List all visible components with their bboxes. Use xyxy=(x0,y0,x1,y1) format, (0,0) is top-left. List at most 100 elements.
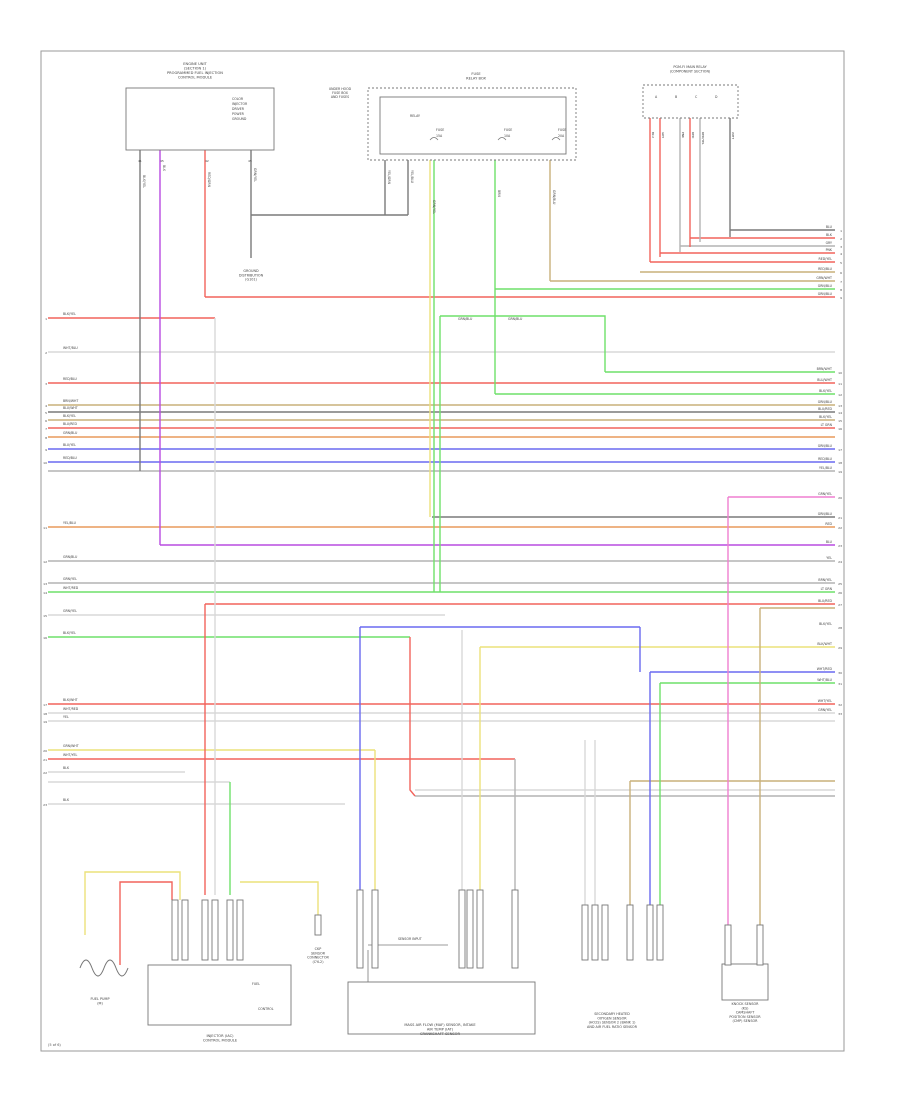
wire-ref-right: 28 xyxy=(838,626,842,630)
wire-ref-right: 2 xyxy=(840,237,842,241)
wire-label-right: GRN/WHT xyxy=(816,276,832,280)
wire-ref-left: 5 xyxy=(45,411,47,415)
fuse-label: FUSE xyxy=(504,128,512,132)
ecm-pin-label: INJECTOR xyxy=(232,102,248,106)
fuse-symbol xyxy=(551,137,561,141)
ecm-pin-label: DRIVER xyxy=(232,107,245,111)
wire-ref-right: 18 xyxy=(838,461,842,465)
wire-ref-left: 8 xyxy=(45,436,47,440)
knock-sensor-label: (KS) xyxy=(741,1006,749,1010)
fuse-box-side-label: UNDER HOOD xyxy=(329,87,352,91)
wire-ref-right: 12 xyxy=(838,393,842,397)
injector-control-module-label: CONTROL MODULE xyxy=(203,1039,238,1043)
wire-label-right: GRY xyxy=(826,241,832,245)
wire-label-right: WHT/YEL xyxy=(818,699,833,703)
fuel-pump-label: (M) xyxy=(97,1001,103,1005)
ecm-title: ENGINE UNIT xyxy=(183,62,207,66)
o2-sensor-label: (HO2S) SENSOR 2 (BANK 1) xyxy=(589,1021,637,1025)
wire-label-left: BLK/YEL xyxy=(63,631,76,635)
main-sensor-label: CRANKSHAFT SENSOR xyxy=(420,1032,460,1036)
wire-ref-left: 21 xyxy=(43,758,47,762)
ecm-pin-number: 45 xyxy=(160,159,164,163)
fuel-pump-symbol xyxy=(79,959,129,977)
wire-label-left: GRN/BLU xyxy=(63,431,78,435)
relay-wire-label: GRN/YEL xyxy=(432,200,436,214)
right-box-pin-label: GRY xyxy=(661,132,665,138)
o2-sensor-pin-4 xyxy=(626,904,634,961)
fuse-label: FUSE xyxy=(558,128,566,132)
main-sensor-pin-1 xyxy=(356,889,364,969)
injector-connector-pin-6 xyxy=(236,899,244,961)
ecm-wire-label: BLK xyxy=(162,165,166,172)
fuse-box-title: FUSE xyxy=(471,72,481,76)
component-layer xyxy=(79,84,769,1035)
knock-sensor-box xyxy=(721,963,769,1001)
wire-ref-left: 20 xyxy=(43,749,47,753)
wire-label-left: YEL/BLU xyxy=(63,521,77,525)
main-sensor-label: MASS AIR FLOW (MAF) SENSOR, INTAKE xyxy=(404,1023,476,1027)
wire-ref-right: 10 xyxy=(838,371,842,375)
wire-ref-right: 30 xyxy=(838,671,842,675)
knock-sensor-label: KNOCK SENSOR xyxy=(731,1002,759,1006)
wire-ref-left: 14 xyxy=(43,591,47,595)
ecm-pin-label: GROUND xyxy=(232,117,247,121)
fuel-pump-label: FUEL PUMP xyxy=(90,997,109,1001)
ckp-label: SENSOR xyxy=(311,951,326,955)
relay-inner-label: RELAY xyxy=(410,114,420,118)
wire-ref-left: 7 xyxy=(45,427,47,431)
ecm-box xyxy=(125,87,275,151)
wire-ref-right: 6 xyxy=(840,271,842,275)
wire-label-right: WHT/RED xyxy=(817,667,833,671)
fuse-rating: 15A xyxy=(436,134,443,138)
wire-label-left: BLU/WHT xyxy=(63,406,78,410)
knock-pin-2 xyxy=(756,924,764,966)
wire-label-right: BLU/RED xyxy=(818,599,832,603)
ecm-title: CONTROL MODULE xyxy=(178,76,213,80)
pgm-fi-relay-title: (COMPONENT SECTION) xyxy=(670,69,711,73)
wire-ref-right: 7 xyxy=(840,280,842,284)
main-sensor-label: AIR TEMP (IAT) xyxy=(427,1028,454,1032)
wire-label-left: BLU/YEL xyxy=(63,443,76,447)
wire-ref-left: 3 xyxy=(45,382,47,386)
wire-label-right: BLU xyxy=(826,540,833,544)
main-sensor-pin-3 xyxy=(458,889,466,969)
wire-label-right: RED/BLU xyxy=(818,267,833,271)
o2-sensor-label: OXYGEN SENSOR xyxy=(597,1016,627,1020)
wire-label-left: WHT/BLU xyxy=(63,346,78,350)
wire-ref-left: 11 xyxy=(43,526,47,530)
right-box-pin-label: RED xyxy=(691,132,695,139)
wire-label-right: LT GRN xyxy=(821,423,833,427)
wire-ref-left: 1 xyxy=(45,317,47,321)
page-number-label: (5 of 6) xyxy=(48,1043,61,1047)
wire-ref-left: 4 xyxy=(45,404,47,408)
wire-label-right: BLU xyxy=(826,225,833,229)
wire-ref-right: 13 xyxy=(838,404,842,408)
fuse-symbol xyxy=(497,137,507,141)
main-sensor-pin-4 xyxy=(466,889,474,969)
o2-sensor-pin-6 xyxy=(656,904,664,961)
wire-ref-right: 25 xyxy=(838,582,842,586)
wire-ref-left: 17 xyxy=(43,703,47,707)
wire-label-right: GRN/BLU xyxy=(818,400,833,404)
ground-label: DISTRIBUTION xyxy=(239,273,264,277)
mid-wire-label: GRN/BLU xyxy=(508,317,523,321)
wire-ref-left: 15 xyxy=(43,614,47,618)
pump-wire-red xyxy=(119,881,173,965)
main-sensor-pin-5 xyxy=(476,889,484,969)
wire-label-right: BLU/WHT xyxy=(817,378,832,382)
wire-label-left: BLK/YEL xyxy=(63,414,76,418)
wire-label-right: GRN/YEL xyxy=(818,708,832,712)
ground-label: (G101) xyxy=(245,278,257,282)
wire-ref-right: 11 xyxy=(838,382,842,386)
relay-pin-label: B xyxy=(675,95,677,99)
wire-ref-left: 6 xyxy=(45,419,47,423)
relay-loop xyxy=(440,315,606,372)
wire-ref-right: 21 xyxy=(838,516,842,520)
wire-label-right: YEL/BLU xyxy=(819,466,833,470)
relay-wire-label: GRN/BLU xyxy=(552,190,556,205)
injector-sub-label: FUEL xyxy=(252,982,260,986)
wire-ref-right: 32 xyxy=(838,703,842,707)
wire-ref-left: 23 xyxy=(43,803,47,807)
